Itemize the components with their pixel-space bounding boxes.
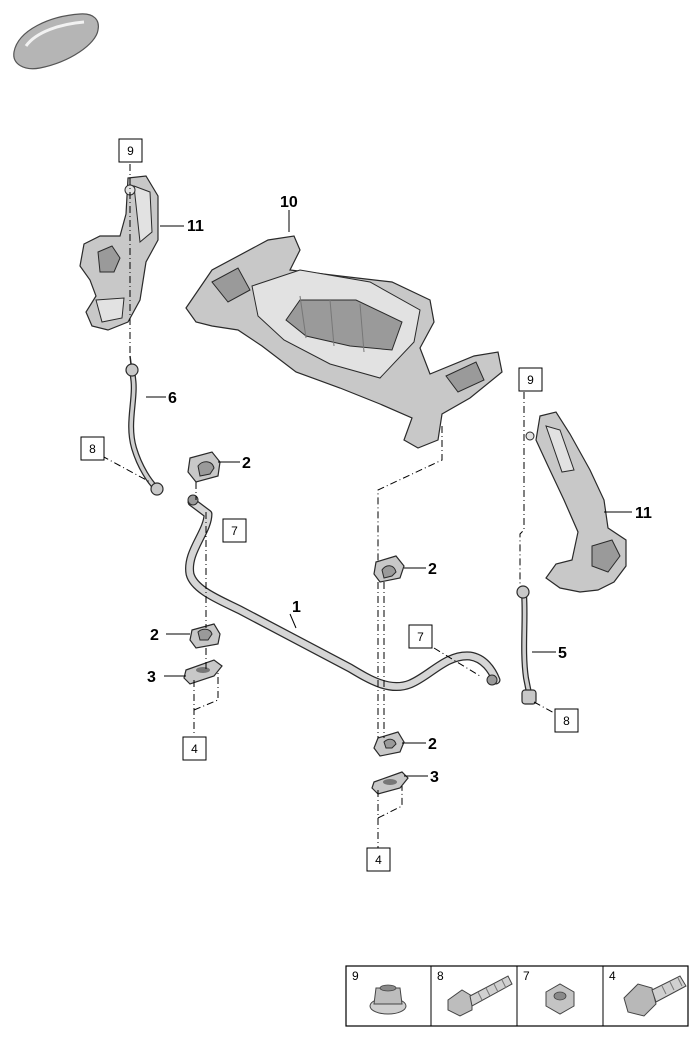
callout-2-lower-right: 2 [428, 736, 437, 753]
vehicle-silhouette-icon [13, 13, 99, 70]
boxed-label-7-left: 7 [222, 518, 247, 543]
stabilizer-bar [185, 497, 501, 692]
left-wheel-carrier [79, 175, 159, 331]
right-wheel-carrier [525, 411, 627, 593]
bushing-upper-left [187, 451, 221, 483]
long-bolt-icon [447, 975, 513, 1017]
clamp-right [371, 771, 409, 795]
boxed-label-4-left: 4 [182, 736, 207, 761]
callout-2-upper-right: 2 [428, 561, 437, 578]
bar-end-nut-right [486, 674, 498, 686]
leader-lines [146, 210, 632, 777]
svg-text:9: 9 [527, 373, 534, 387]
clamp-left [183, 659, 223, 685]
callout-3-right: 3 [430, 769, 439, 786]
flange-nut-icon [369, 984, 407, 1015]
bushing-upper-right [373, 555, 405, 583]
fastener-table: 9 8 7 4 [345, 965, 689, 1027]
boxed-label-9-right: 9 [518, 367, 543, 392]
table-cell-num-8: 8 [437, 969, 444, 983]
svg-text:7: 7 [231, 524, 238, 538]
callout-2-lower-left: 2 [150, 627, 159, 644]
svg-text:9: 9 [127, 144, 134, 158]
callout-3-left: 3 [147, 669, 156, 686]
table-cell-num-9: 9 [352, 969, 359, 983]
bushing-lower-left [189, 623, 221, 649]
hex-bolt-icon [623, 975, 687, 1017]
callout-10: 10 [280, 194, 298, 211]
table-cell-num-4: 4 [609, 969, 616, 983]
boxed-label-9-left: 9 [118, 138, 143, 163]
svg-text:4: 4 [375, 853, 382, 867]
hex-nut-icon [545, 983, 575, 1015]
front-axle-subframe [185, 235, 503, 449]
callout-11-left: 11 [187, 218, 204, 235]
boxed-label-8-right: 8 [554, 708, 579, 733]
callout-2-upper-left: 2 [242, 455, 251, 472]
boxed-label-4-right: 4 [366, 847, 391, 872]
svg-text:8: 8 [563, 714, 570, 728]
assembly-lines [101, 164, 557, 848]
callout-1: 1 [292, 599, 301, 616]
table-cell-num-7: 7 [523, 969, 530, 983]
svg-text:7: 7 [417, 630, 424, 644]
callout-5: 5 [558, 645, 567, 662]
right-coupling-rod [516, 585, 537, 705]
boxed-label-8-left: 8 [80, 436, 105, 461]
callout-6: 6 [168, 390, 177, 407]
boxed-label-7-right: 7 [408, 624, 433, 649]
bushing-lower-right [373, 731, 405, 757]
svg-text:8: 8 [89, 442, 96, 456]
callout-11-right: 11 [635, 505, 652, 522]
svg-text:4: 4 [191, 742, 198, 756]
left-coupling-rod [125, 355, 164, 496]
